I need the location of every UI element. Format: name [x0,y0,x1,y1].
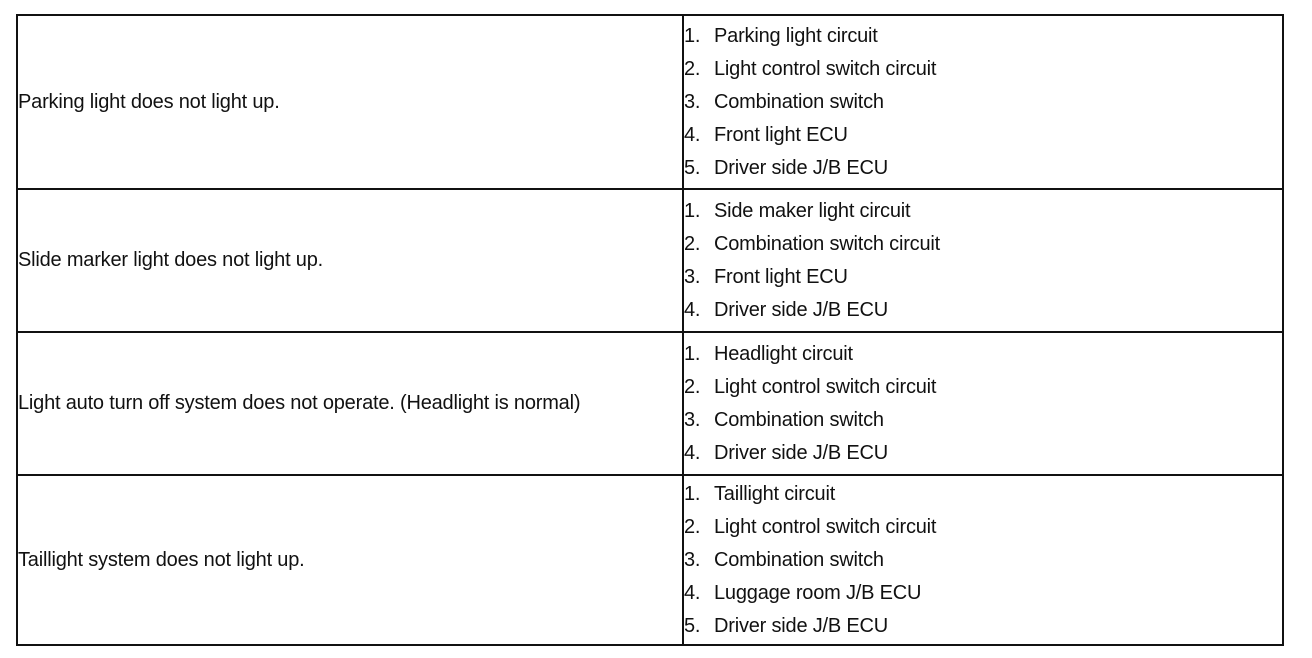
list-item: 3. Combination switch [684,86,1282,119]
item-text: Headlight circuit [714,342,853,365]
list-item: 4. Front light ECU [684,119,1282,152]
item-text: Driver side J/B ECU [714,614,889,637]
list-item: 3. Combination switch [684,404,1282,437]
item-number: 3. [684,90,701,113]
item-text: Driver side J/B ECU [714,298,889,321]
suspect-areas-cell: 1. Taillight circuit 2. Light control swit… [682,474,1284,646]
item-number: 3. [684,548,701,571]
item-text: Light control switch circuit [714,375,937,398]
list-item: 2. Combination switch circuit [684,228,1282,261]
item-text: Luggage room J/B ECU [714,581,922,604]
item-text: Driver side J/B ECU [714,441,889,464]
item-number: 4. [684,298,701,321]
item-text: Combination switch [714,548,884,571]
item-text: Driver side J/B ECU [714,156,889,179]
item-text: Taillight circuit [714,482,836,505]
suspect-areas-cell: 1. Parking light circuit 2. Light control … [682,14,1284,190]
list-item: 1. Headlight circuit [684,338,1282,371]
item-text: Side maker light circuit [714,199,911,222]
item-number: 1. [684,24,701,47]
list-item: 1. Side maker light circuit [684,195,1282,228]
table-row: Slide marker light does not light up. 1.… [16,188,1284,333]
item-number: 2. [684,515,701,538]
item-number: 5. [684,614,701,637]
item-number: 1. [684,342,701,365]
list-item: 1. Parking light circuit [684,20,1282,53]
list-item: 3. Combination switch [684,544,1282,577]
item-number: 4. [684,581,701,604]
list-item: 1. Taillight circuit [684,478,1282,511]
suspect-areas-cell: 1. Side maker light circuit 2. Combination… [682,188,1284,333]
problem-cell: Slide marker light does not light up. [16,188,684,333]
list-item: 4. Driver side J/B ECU [684,294,1282,327]
item-number: 2. [684,57,701,80]
item-number: 1. [684,482,701,505]
item-text: Combination switch [714,90,884,113]
item-number: 1. [684,199,701,222]
item-text: Combination switch [714,408,884,431]
list-item: 3. Front light ECU [684,261,1282,294]
item-text: Combination switch circuit [714,232,940,255]
list-item: 2. Light control switch circuit [684,511,1282,544]
problem-cell: Taillight system does not light up. [16,474,684,646]
item-text: Light control switch circuit [714,57,937,80]
item-number: 3. [684,408,701,431]
table-row: Taillight system does not light up. 1. Ta… [16,474,1284,646]
problem-cell: Light auto turn off system does not oper… [16,331,684,476]
item-text: Light control switch circuit [714,515,937,538]
list-item: 4. Driver side J/B ECU [684,437,1282,470]
item-number: 3. [684,265,701,288]
item-number: 5. [684,156,701,179]
table-row: Parking light does not light up. 1. Parki… [16,14,1284,190]
problem-cell: Parking light does not light up. [16,14,684,190]
item-text: Front light ECU [714,123,848,146]
suspect-areas-cell: 1. Headlight circuit 2. Light control swit… [682,331,1284,476]
list-item: 2. Light control switch circuit [684,371,1282,404]
item-number: 2. [684,232,701,255]
item-number: 4. [684,123,701,146]
table-row: Light auto turn off system does not oper… [16,331,1284,476]
item-text: Front light ECU [714,265,848,288]
item-number: 2. [684,375,701,398]
list-item: 5. Driver side J/B ECU [684,610,1282,643]
list-item: 4. Luggage room J/B ECU [684,577,1282,610]
item-text: Parking light circuit [714,24,878,47]
list-item: 2. Light control switch circuit [684,53,1282,86]
list-item: 5. Driver side J/B ECU [684,152,1282,185]
trouble-table: Parking light does not light up. 1. Parki… [16,14,1284,646]
item-number: 4. [684,441,701,464]
